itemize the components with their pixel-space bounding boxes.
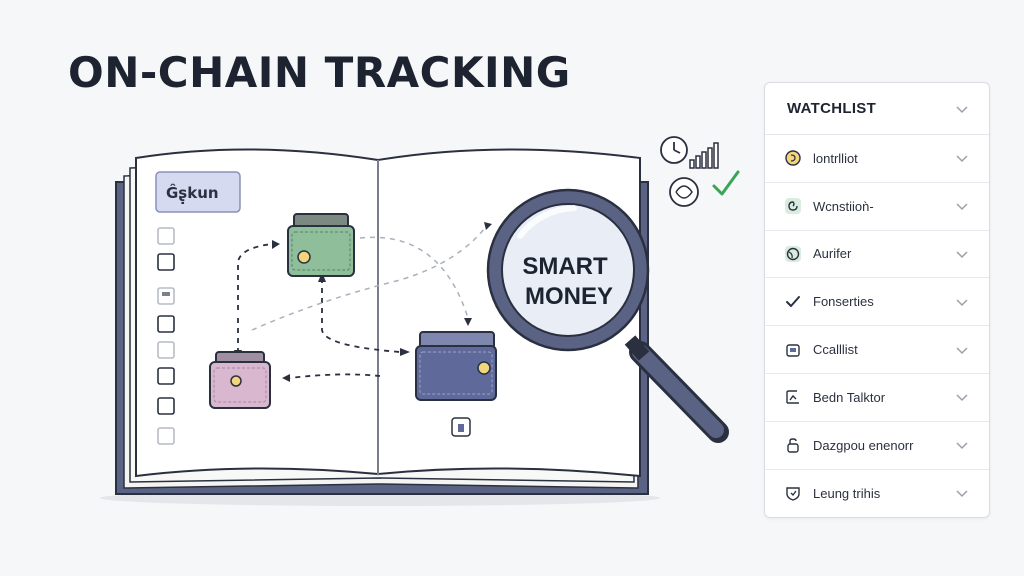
magnifier-icon <box>486 188 729 443</box>
lock-icon <box>783 435 803 455</box>
watchlist-item-label: lontrlliot <box>813 150 858 166</box>
watchlist-item-label: Bedn Talktor <box>813 389 886 405</box>
watchlist-item[interactable]: Ccalllist <box>765 326 989 374</box>
watchlist-item[interactable]: Dazgpou enenorr <box>765 422 989 470</box>
watchlist-item-label: Dazgpou enenorr <box>813 437 914 453</box>
blue-wallet-icon <box>415 331 497 401</box>
clock-icon <box>660 136 688 164</box>
watchlist-item[interactable]: Fonserties <box>765 278 989 327</box>
page-label-text: Ĝ̀ʂ̣kun <box>166 183 219 204</box>
chevron-down-icon[interactable] <box>955 247 969 261</box>
check-icon <box>783 292 803 312</box>
chevron-down-icon[interactable] <box>955 102 969 116</box>
target-icon <box>669 177 699 207</box>
watchlist-item[interactable]: Bedn Talktor <box>765 374 989 422</box>
chevron-down-icon[interactable] <box>955 486 969 500</box>
chevron-down-icon[interactable] <box>955 199 969 213</box>
wallet-icon <box>783 340 803 360</box>
watchlist-item[interactable]: Aurifer <box>765 231 989 279</box>
chevron-down-icon[interactable] <box>955 343 969 357</box>
notebook-illustration: Ĝ̀ʂ̣kun <box>100 136 740 506</box>
watchlist-panel: WATCHLIST lontrlliot Wcnstiioǹ- Aurifer… <box>764 82 990 518</box>
spiral-icon <box>783 196 803 216</box>
chevron-down-icon[interactable] <box>955 390 969 404</box>
shield-icon <box>783 483 803 503</box>
bar-chart-icon <box>689 142 719 169</box>
watchlist-item[interactable]: Leung trihis <box>765 470 989 518</box>
watchlist-item[interactable]: lontrlliot <box>765 135 989 183</box>
pink-wallet-icon <box>209 351 271 409</box>
watchlist-item-label: Aurifer <box>813 246 852 262</box>
page-label-tag <box>155 171 241 213</box>
watchlist-title: WATCHLIST <box>787 100 877 117</box>
watchlist-item-label: Wcnstiioǹ- <box>813 198 874 214</box>
watchlist-item[interactable]: Wcnstiioǹ- <box>765 183 989 231</box>
chevron-down-icon[interactable] <box>955 438 969 452</box>
chevron-down-icon[interactable] <box>955 151 969 165</box>
chevron-down-icon[interactable] <box>955 295 969 309</box>
lens-text-smart: SMART <box>522 253 608 280</box>
green-wallet-icon <box>287 213 355 277</box>
watchlist-item-label: Ccalllist <box>813 342 858 358</box>
globe-icon <box>783 244 803 264</box>
chart-icon <box>783 387 803 407</box>
watchlist-item-label: Fonserties <box>813 294 874 310</box>
lens-text-money: MONEY <box>525 283 613 310</box>
watchlist-header[interactable]: WATCHLIST <box>765 83 989 135</box>
watchlist-item-label: Leung trihis <box>813 485 881 501</box>
page-title: ON-CHAIN TRACKING <box>68 48 571 97</box>
coin-icon <box>783 148 803 168</box>
check-mark-icon <box>712 170 740 196</box>
